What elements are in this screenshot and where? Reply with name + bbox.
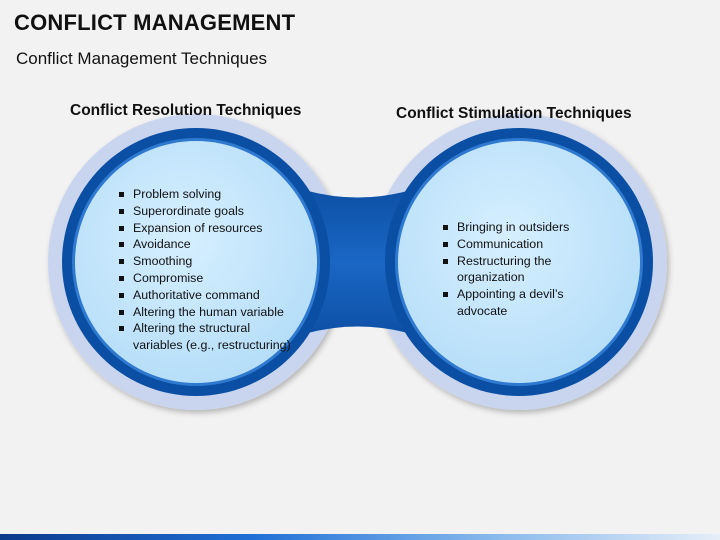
left-heading: Conflict Resolution Techniques <box>70 102 302 119</box>
list-item: Authoritative command <box>117 287 297 304</box>
list-item: Altering the human variable <box>117 304 297 321</box>
list-item: Problem solving <box>117 186 297 203</box>
list-item: Compromise <box>117 270 297 287</box>
stimulation-techniques-list: Bringing in outsiders Communication Rest… <box>441 219 591 320</box>
list-item: Smoothing <box>117 253 297 270</box>
list-item: Expansion of resources <box>117 220 297 237</box>
list-item: Bringing in outsiders <box>441 219 591 236</box>
right-inner-circle <box>398 141 640 383</box>
slide-subtitle: Conflict Management Techniques <box>16 49 268 68</box>
bottom-accent-bar <box>0 534 720 540</box>
list-item: Communication <box>441 236 591 253</box>
slide-title: CONFLICT MANAGEMENT <box>14 10 296 35</box>
list-item: Restructuring the organization <box>441 253 591 287</box>
resolution-techniques-list: Problem solving Superordinate goals Expa… <box>117 186 297 354</box>
list-item: Avoidance <box>117 236 297 253</box>
list-item: Superordinate goals <box>117 203 297 220</box>
list-item: Appointing a devil’s advocate <box>441 286 591 320</box>
right-heading: Conflict Stimulation Techniques <box>396 105 632 122</box>
list-item: Altering the structural variables (e.g.,… <box>117 320 297 354</box>
left-inner-circle <box>75 141 317 383</box>
